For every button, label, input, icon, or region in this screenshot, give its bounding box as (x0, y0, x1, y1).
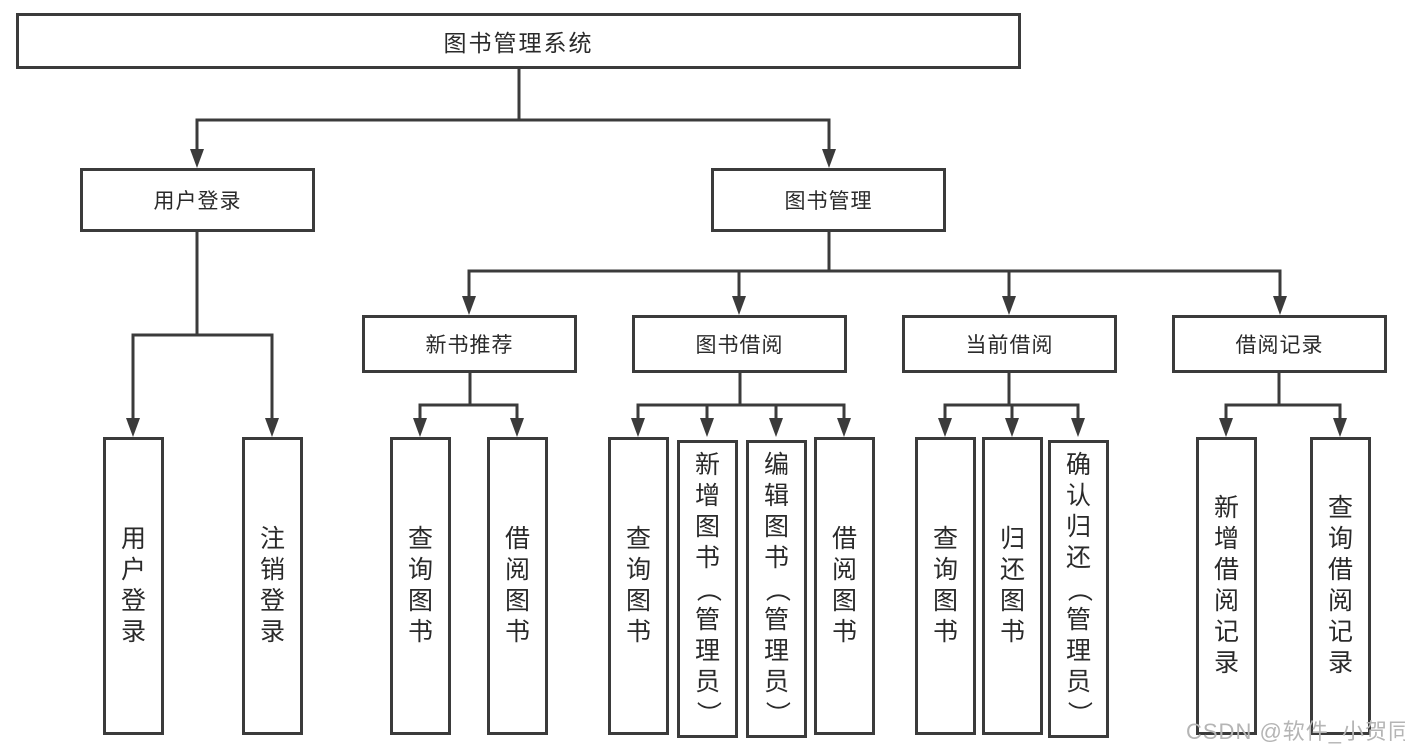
node-add-borrow-record: 新增借阅记录 (1196, 437, 1257, 735)
node-book-borrowing: 图书借阅 (632, 315, 847, 373)
node-borrowing-records: 借阅记录 (1172, 315, 1387, 373)
node-logout-leaf: 注销登录 (242, 437, 303, 735)
node-new-book-recommend: 新书推荐 (362, 315, 577, 373)
csdn-watermark: CSDN @软件_小贺同学 (1186, 719, 1405, 744)
node-add-books-admin: 新增图书（管理员） (677, 440, 738, 738)
node-user-login: 用户登录 (80, 168, 315, 232)
node-query-books-borrowing: 查询图书 (608, 437, 669, 735)
node-query-borrow-record: 查询借阅记录 (1310, 437, 1371, 735)
node-query-books-recommend: 查询图书 (390, 437, 451, 735)
node-root: 图书管理系统 (16, 13, 1021, 69)
node-user-login-leaf: 用户登录 (103, 437, 164, 735)
node-query-books-current: 查询图书 (915, 437, 976, 735)
node-book-management: 图书管理 (711, 168, 946, 232)
node-borrow-books-borrowing: 借阅图书 (814, 437, 875, 735)
node-edit-books-admin: 编辑图书（管理员） (746, 440, 807, 738)
node-borrow-books-recommend: 借阅图书 (487, 437, 548, 735)
node-confirm-return-admin: 确认归还（管理员） (1048, 440, 1109, 738)
node-current-borrowing: 当前借阅 (902, 315, 1117, 373)
node-return-books: 归还图书 (982, 437, 1043, 735)
